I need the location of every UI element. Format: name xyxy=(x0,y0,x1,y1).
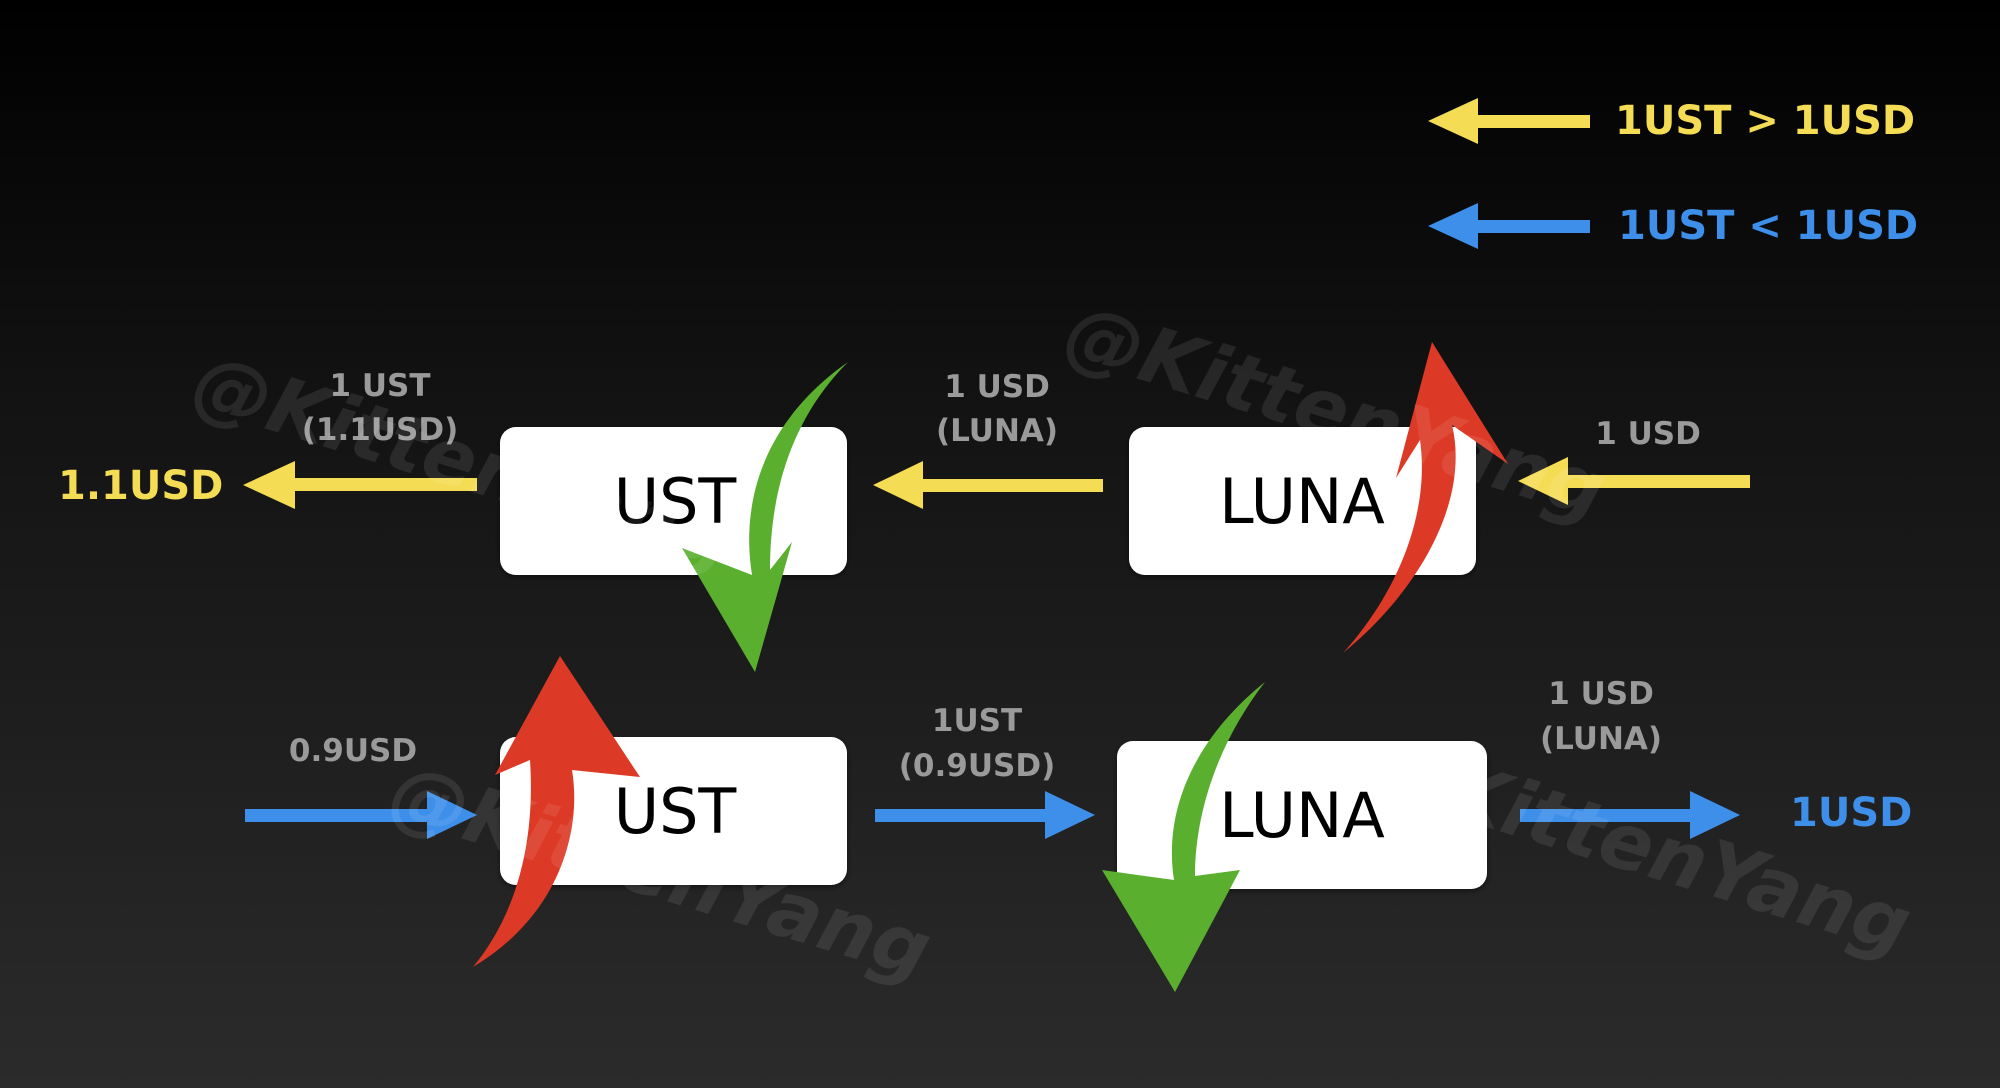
bottom-mid-label-line1: 1UST xyxy=(932,703,1022,739)
node-luna-top-label: LUNA xyxy=(1219,465,1385,538)
blue-arrow-icon-usd-out xyxy=(1520,791,1740,839)
watermarks: @KittenYang @KittenYang @KittenYang @Kit… xyxy=(182,287,1920,997)
legend-blue-arrow-icon xyxy=(1428,203,1590,249)
node-luna-top: LUNA xyxy=(1129,427,1476,575)
legend: 1UST > 1USD 1UST < 1USD xyxy=(1428,98,1918,249)
node-ust-bottom: UST xyxy=(500,737,847,885)
bottom-left-label: 0.9USD xyxy=(289,733,417,769)
top-mid-label-line2: (LUNA) xyxy=(936,413,1058,449)
top-mid-label-line1: 1 USD xyxy=(944,369,1050,405)
top-left-label-line1: 1 UST xyxy=(329,368,430,404)
legend-below-peg-label: 1UST < 1USD xyxy=(1618,203,1918,249)
red-curved-up-arrow-icon-luna xyxy=(1343,342,1508,653)
bottom-mid-label-line2: (0.9USD) xyxy=(899,748,1055,784)
node-ust-top-label: UST xyxy=(614,465,738,538)
yellow-arrow-icon-ust-out xyxy=(243,461,477,509)
top-row-arrows xyxy=(243,457,1750,509)
curved-arrows xyxy=(473,342,1508,992)
legend-yellow-arrow-icon xyxy=(1428,98,1590,144)
green-curved-down-arrow-icon-ust xyxy=(682,362,848,672)
node-ust-bottom-label: UST xyxy=(614,775,738,848)
red-curved-up-arrow-icon-ust xyxy=(473,656,640,967)
top-left-label-line2: (1.1USD) xyxy=(302,412,458,448)
bottom-row-arrows xyxy=(245,791,1740,839)
bottom-right-label-line1: 1 USD xyxy=(1548,676,1654,712)
blue-arrow-icon-ust-to-luna xyxy=(875,791,1095,839)
blue-arrow-icon-usd-in xyxy=(245,791,477,839)
green-curved-down-arrow-icon-luna xyxy=(1102,682,1265,992)
flow-labels: 1 UST (1.1USD) 1 USD (LUNA) 1 USD 0.9USD… xyxy=(289,368,1701,784)
top-left-output-label: 1.1USD xyxy=(58,463,223,509)
legend-above-peg-label: 1UST > 1USD xyxy=(1615,98,1915,144)
yellow-arrow-icon-luna-to-ust xyxy=(873,461,1103,509)
yellow-arrow-icon-usd-in xyxy=(1518,457,1750,505)
bottom-right-output-label: 1USD xyxy=(1790,790,1912,836)
top-right-label: 1 USD xyxy=(1595,416,1701,452)
node-luna-bottom-label: LUNA xyxy=(1219,779,1385,852)
bottom-right-label-line2: (LUNA) xyxy=(1540,721,1662,757)
